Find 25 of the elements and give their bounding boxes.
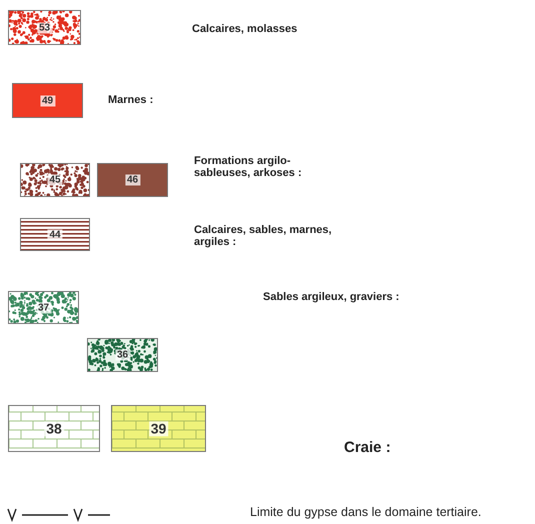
map-legend-swatch bbox=[20, 218, 90, 251]
unit-description: Calcaires, molasses bbox=[192, 23, 298, 35]
unit-description: Formations argilo-sableuses, arkoses : bbox=[194, 155, 303, 179]
unit-number: 39 bbox=[148, 420, 168, 436]
unit-number: 49 bbox=[40, 95, 56, 106]
unit-number: 53 bbox=[36, 22, 52, 33]
map-legend-swatch bbox=[20, 163, 90, 197]
map-legend-swatch bbox=[12, 83, 83, 118]
unit-number: 45 bbox=[47, 174, 63, 186]
unit-description: Limite du gypse dans le domaine tertiaire. bbox=[250, 505, 482, 520]
map-legend-swatch bbox=[8, 405, 100, 452]
unit-number: 46 bbox=[124, 174, 140, 186]
unit-number: 37 bbox=[36, 302, 52, 313]
unit-description: Sables argileux, graviers : bbox=[263, 291, 400, 303]
map-legend-swatch bbox=[8, 291, 79, 324]
unit-description: Calcaires, sables, marnes, argiles : bbox=[194, 224, 333, 248]
map-legend-swatch bbox=[87, 338, 158, 372]
unit-number: 38 bbox=[44, 420, 64, 436]
map-legend-swatch bbox=[97, 163, 168, 197]
unit-number: 36 bbox=[114, 350, 130, 360]
unit-description: Craie : bbox=[344, 439, 392, 457]
map-legend-swatch bbox=[111, 405, 206, 452]
unit-number: 44 bbox=[47, 229, 63, 240]
map-legend-swatch bbox=[8, 10, 81, 45]
unit-description: Marnes : bbox=[108, 94, 154, 106]
